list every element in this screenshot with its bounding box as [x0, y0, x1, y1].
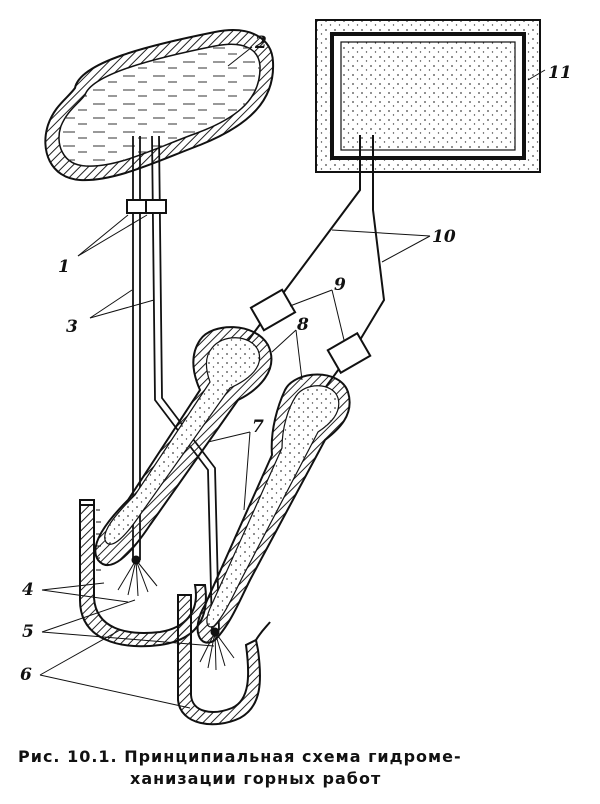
label-1: 1: [58, 257, 70, 277]
figure-caption: Рис. 10.1. Принципиальная схема гидроме-…: [18, 746, 588, 790]
dredge-pump-1: [249, 288, 297, 332]
mining-face-2: [177, 594, 271, 726]
label-8: 8: [296, 315, 309, 335]
slurry-channel-1: [94, 326, 273, 566]
label-9: 9: [334, 275, 346, 295]
label-4: 4: [22, 580, 34, 600]
hydromonitor-jet-1: [117, 555, 158, 597]
hydromechanization-diagram: 2 11 1 3 10 9 8 7 4 5 6: [20, 19, 572, 726]
mining-face-1: [79, 499, 207, 648]
label-2: 2: [254, 33, 267, 53]
caption-line-2: ханизации горных работ: [130, 769, 382, 788]
label-10: 10: [432, 227, 456, 247]
slurry-channel-2: [196, 373, 351, 644]
water-reservoir: [44, 29, 275, 182]
label-3: 3: [66, 317, 78, 337]
caption-line-1: Рис. 10.1. Принципиальная схема гидроме-: [18, 747, 462, 766]
label-6: 6: [20, 665, 32, 685]
valve-right: [145, 199, 167, 214]
tailings-pond: [315, 19, 541, 173]
leader-lines: [39, 46, 546, 709]
dredge-pump-2: [326, 331, 372, 375]
label-5: 5: [22, 622, 34, 642]
label-7: 7: [252, 417, 264, 437]
valve-left: [126, 199, 148, 214]
label-11: 11: [548, 63, 572, 83]
hydromonitor-jet-2: [199, 627, 235, 671]
